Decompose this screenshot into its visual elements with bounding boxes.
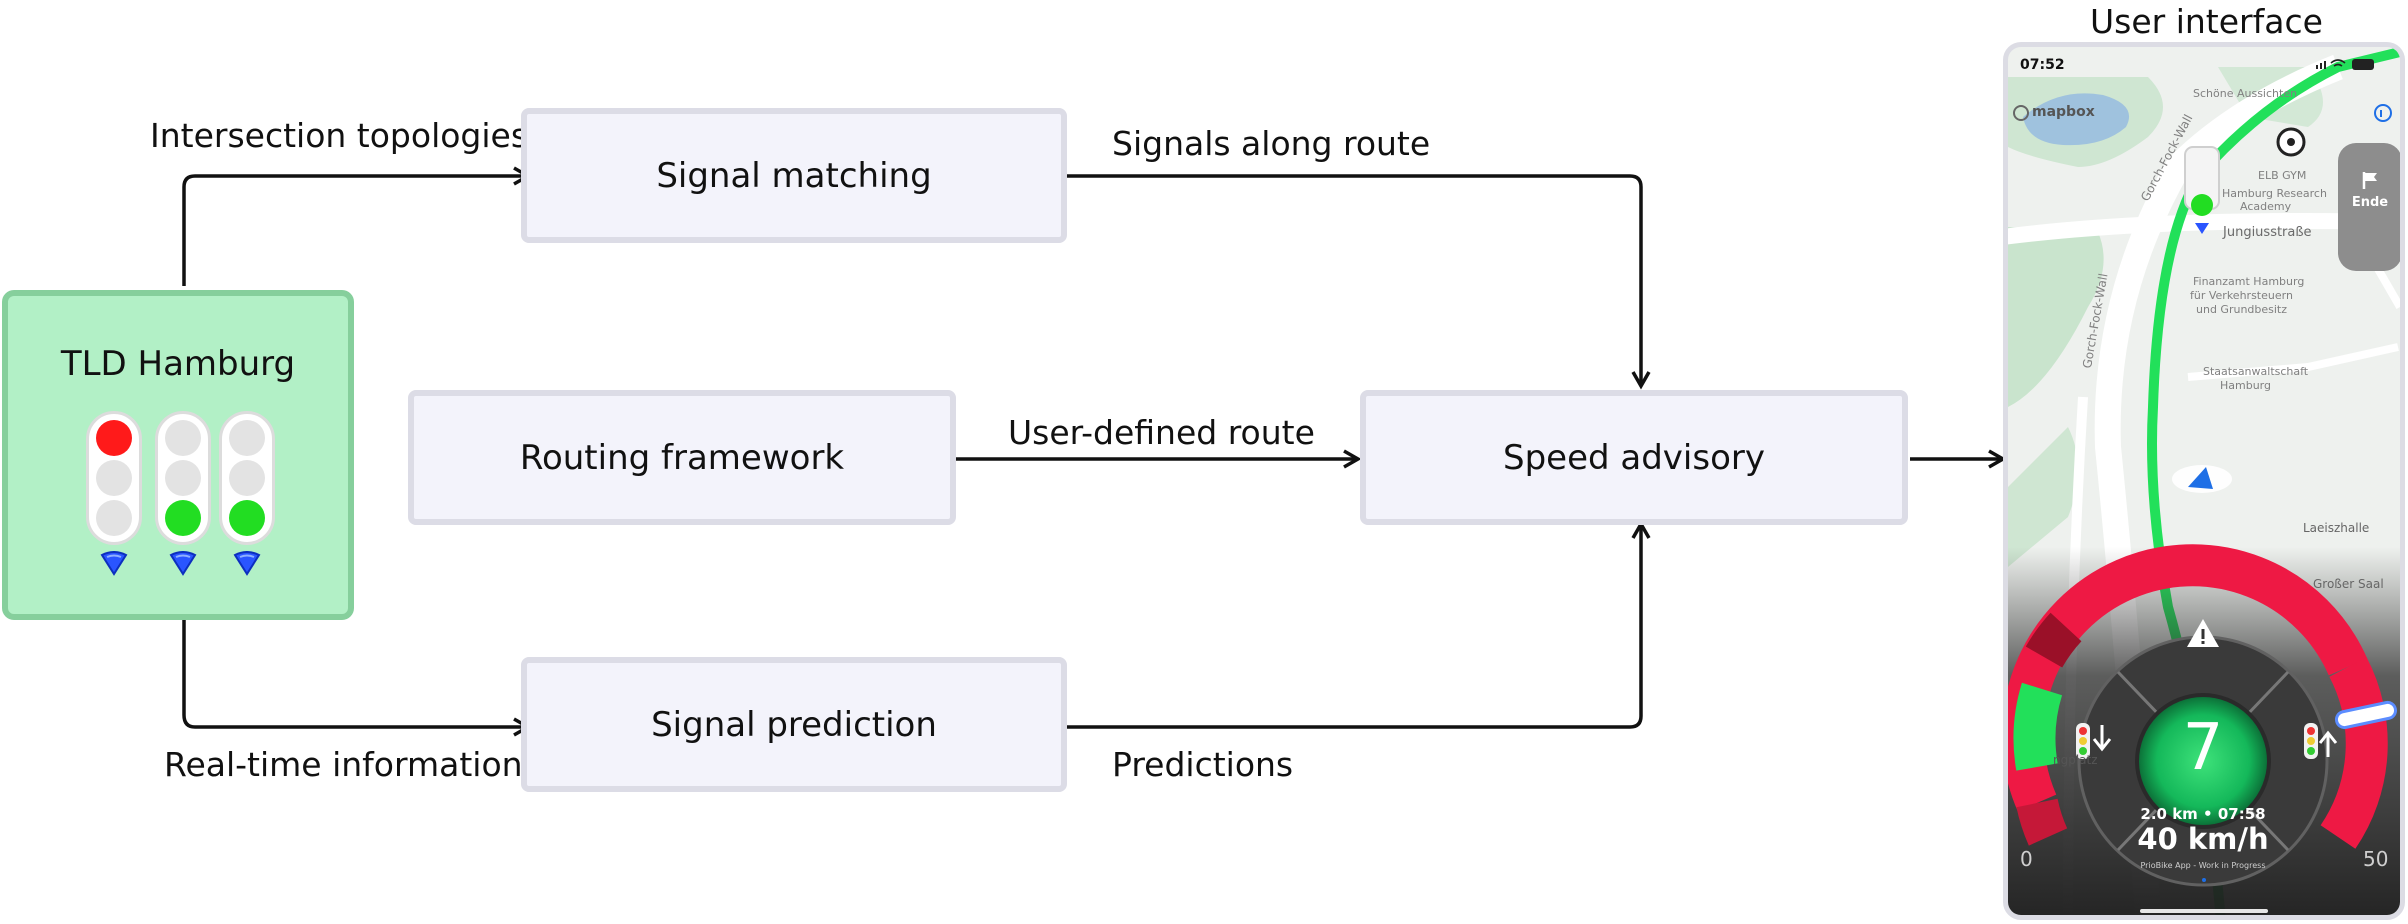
edge-signal-matching-to-speed-advisory <box>1064 174 1651 390</box>
home-indicator <box>2140 909 2268 913</box>
map-label: Hamburg <box>2220 379 2271 392</box>
battery-icon <box>2352 59 2374 70</box>
map-label: Jungiusstraße <box>2223 225 2312 240</box>
location-pin-icon <box>100 551 128 576</box>
traffic-light-icon <box>86 411 142 545</box>
info-icon <box>2374 104 2392 122</box>
label-predictions: Predictions <box>1112 745 1294 784</box>
map-label: Hamburg Research <box>2222 187 2327 200</box>
speed-gauge <box>2008 544 2398 887</box>
end-navigation-label: Ende <box>2351 195 2389 210</box>
map-label: Finanzamt Hamburg <box>2193 275 2305 288</box>
app-footer: PrioBike App - Work in Progress <box>2140 861 2266 870</box>
current-speed: 40 km/h <box>2137 822 2269 856</box>
node-tld-hamburg: TLD Hamburg <box>2 290 354 620</box>
traffic-light-icon <box>219 411 275 545</box>
map-label: ELB GYM <box>2258 169 2307 182</box>
speed-min-label: 0 <box>2020 847 2033 871</box>
label-signals-along-route: Signals along route <box>1112 124 1431 163</box>
map-label: und Grundbesitz <box>2196 303 2288 316</box>
previous-signal-icon <box>2076 723 2112 759</box>
edge-tld-to-signal-matching <box>182 166 532 286</box>
edge-tld-to-signal-prediction <box>182 620 532 737</box>
map-label: Staatsanwaltschaft <box>2203 365 2309 378</box>
label-user-defined-route: User-defined route <box>1008 413 1315 452</box>
flag-icon <box>2362 172 2377 189</box>
next-signal-icon <box>2304 723 2338 759</box>
speedo-center-value: 7 <box>2182 711 2224 785</box>
map-label: Schöne Aussichten <box>2193 87 2298 100</box>
map-label: Academy <box>2240 200 2292 213</box>
map-label: Großer Saal <box>2313 577 2384 591</box>
node-speed-advisory: Speed advisory <box>1360 390 1908 525</box>
label-intersection-topologies: Intersection topologies <box>150 116 529 155</box>
map-label: ngplatz <box>2053 753 2098 767</box>
node-signal-prediction: Signal prediction <box>521 657 1067 792</box>
phone-screenshot: 07:52 mapbox Schöne Aussichten ELB GYM H… <box>2003 42 2405 920</box>
node-signal-matching: Signal matching <box>521 108 1067 243</box>
label-user-interface: User interface <box>2090 2 2323 41</box>
speed-max-label: 50 <box>2363 847 2389 871</box>
mapbox-logo-icon <box>2013 105 2029 121</box>
signal-strength-icon <box>2316 61 2326 69</box>
distance-eta: 2.0 km • 07:58 <box>2140 805 2266 823</box>
mapbox-wordmark: mapbox <box>2032 104 2095 120</box>
label-real-time-information: Real-time information <box>164 745 523 784</box>
status-time: 07:52 <box>2020 57 2065 73</box>
node-tld-hamburg-title: TLD Hamburg <box>60 344 296 384</box>
edge-signal-prediction-to-speed-advisory <box>1064 520 1651 729</box>
map-label: Laeiszhalle <box>2303 521 2370 535</box>
location-pin-icon <box>169 551 197 576</box>
end-navigation-button[interactable]: Ende <box>2338 143 2400 271</box>
wifi-icon <box>2330 59 2346 67</box>
location-pin-icon <box>233 551 261 576</box>
node-routing-framework: Routing framework <box>408 390 956 525</box>
map-view <box>2008 47 2400 915</box>
traffic-light-icon <box>155 411 211 545</box>
map-label: für Verkehrsteuern <box>2190 289 2293 302</box>
